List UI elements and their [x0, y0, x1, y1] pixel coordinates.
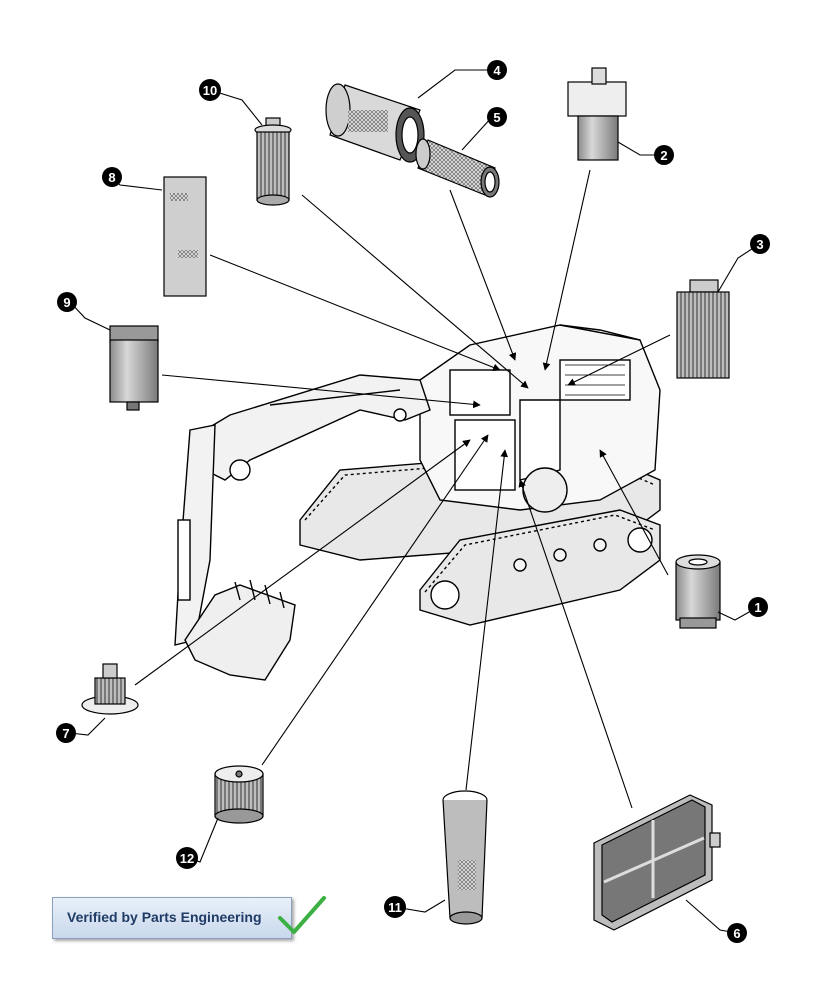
- part-oil-filter: [675, 554, 721, 629]
- leader-line-5: [449, 189, 517, 361]
- part-filter-element-long: [163, 176, 207, 297]
- part-pilot-filter: [81, 663, 139, 715]
- svg-text:11: 11: [388, 900, 402, 915]
- callout-5: 5: [487, 107, 507, 127]
- callout-3: 3: [750, 234, 770, 254]
- part-air-filter-inner: [415, 138, 500, 198]
- callout-7: 7: [56, 723, 76, 743]
- verification-label: Verified by Parts Engineering: [67, 909, 262, 925]
- leader-line-9: [161, 374, 481, 409]
- callout-2: 2: [654, 145, 674, 165]
- svg-text:3: 3: [756, 237, 763, 252]
- svg-text:8: 8: [108, 170, 115, 185]
- leader-line-2: [542, 169, 591, 371]
- verification-badge: Verified by Parts Engineering: [52, 897, 292, 939]
- part-fuel-water-separator: [567, 67, 627, 161]
- part-suction-strainer: [442, 790, 488, 925]
- checkmark-icon: [278, 896, 326, 934]
- leader-line-7: [134, 439, 471, 686]
- callout-10: 10: [199, 79, 221, 101]
- leader-line-6: [518, 479, 633, 809]
- leader-line-3: [567, 334, 671, 386]
- callout-4: 4: [487, 60, 507, 80]
- svg-text:7: 7: [62, 726, 69, 741]
- leader-line-11: [465, 449, 509, 791]
- callout-9: 9: [57, 292, 77, 312]
- leader-line-1: [599, 449, 669, 576]
- part-cab-air-filter: [593, 794, 721, 931]
- leader-line-10: [301, 194, 529, 389]
- callout-8: 8: [102, 167, 122, 187]
- svg-text:5: 5: [493, 110, 500, 125]
- svg-text:1: 1: [754, 600, 761, 615]
- callouts: 1 2 3 4 5 6 7 8 9 10 11 12: [56, 60, 770, 943]
- leader-lines: [69, 69, 759, 934]
- bucket: [184, 579, 296, 681]
- part-round-filter: [214, 765, 264, 824]
- part-hydraulic-filter: [676, 279, 730, 379]
- svg-text:2: 2: [660, 148, 667, 163]
- leader-line-12: [261, 434, 489, 766]
- svg-text:4: 4: [493, 63, 501, 78]
- part-breather-filter: [254, 117, 292, 206]
- svg-text:10: 10: [203, 83, 217, 98]
- svg-text:12: 12: [180, 851, 194, 866]
- boom: [204, 374, 431, 481]
- leader-line-8: [209, 254, 501, 372]
- svg-text:6: 6: [733, 926, 740, 941]
- callout-6: 6: [727, 923, 747, 943]
- part-fuel-filter: [109, 325, 159, 411]
- callout-12: 12: [176, 847, 198, 869]
- excavator-illustration: [174, 324, 661, 681]
- callout-1: 1: [748, 597, 768, 617]
- part-air-filter-outer: [325, 83, 425, 163]
- callout-11: 11: [384, 896, 406, 918]
- svg-text:9: 9: [63, 295, 70, 310]
